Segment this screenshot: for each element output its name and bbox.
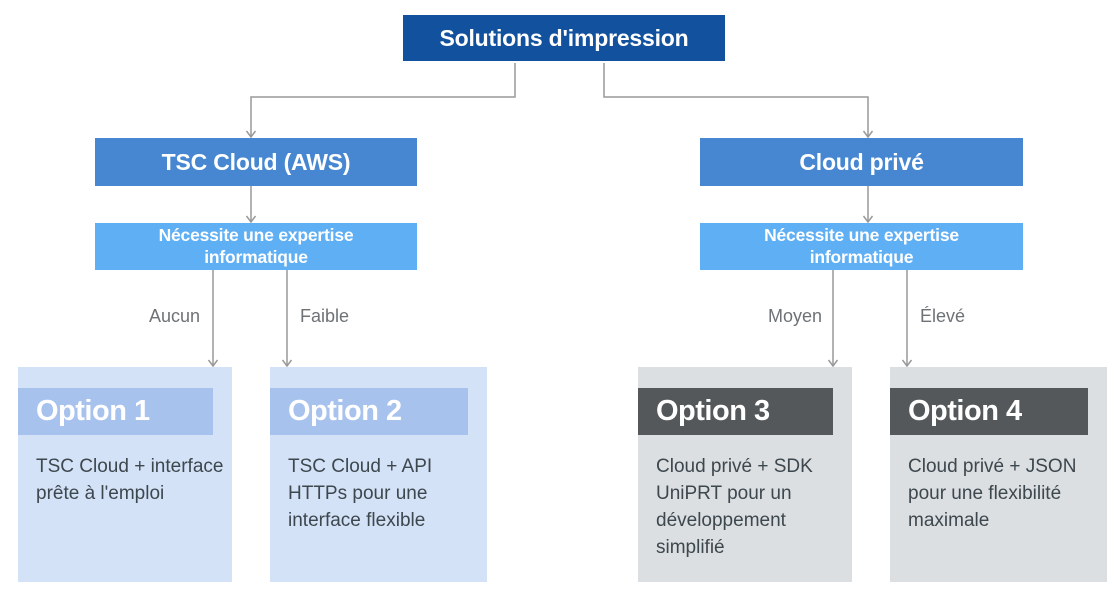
- level-label-faible: Faible: [300, 306, 350, 326]
- arrowhead-option4-icon: [901, 359, 913, 368]
- option-card-3: Option 3 Cloud privé + SDK UniPRT pour u…: [638, 367, 852, 582]
- branch-node-cloud-prive: Cloud privé: [700, 138, 1023, 186]
- connector-root-to-prive: [603, 63, 869, 136]
- option-title: Option 1: [18, 388, 213, 435]
- option-description: TSC Cloud + API HTTPs pour une interface…: [288, 456, 433, 531]
- expertise-label: Nécessite une expertise informatique: [158, 225, 354, 267]
- root-node-label: Solutions d'impression: [439, 24, 689, 51]
- option-card-2: Option 2 TSC Cloud + API HTTPs pour une …: [270, 367, 487, 582]
- connector-root-to-tsc: [250, 63, 516, 136]
- option-card-4: Option 4 Cloud privé + JSON pour une fle…: [890, 367, 1107, 582]
- root-node: Solutions d'impression: [403, 15, 725, 61]
- arrowhead-option1-icon: [207, 359, 219, 368]
- option-description: Cloud privé + SDK UniPRT pour un dévelop…: [656, 456, 813, 558]
- arrowhead-expertise-right-icon: [862, 215, 874, 224]
- arrowhead-tsc-icon: [245, 130, 257, 139]
- option-description: TSC Cloud + interface prête à l'emploi: [36, 456, 224, 504]
- arrowhead-option2-icon: [281, 359, 293, 368]
- level-label-aucun: Aucun: [148, 306, 200, 326]
- option-card-1: Option 1 TSC Cloud + interface prête à l…: [18, 367, 232, 582]
- option-title: Option 4: [890, 388, 1088, 435]
- expertise-label: Nécessite une expertise informatique: [764, 225, 959, 267]
- level-label-eleve: Élevé: [920, 306, 966, 326]
- arrowhead-prive-icon: [862, 130, 874, 139]
- level-label-moyen: Moyen: [767, 306, 822, 326]
- option-description: Cloud privé + JSON pour une flexibilité …: [908, 456, 1077, 531]
- arrowhead-option3-icon: [827, 359, 839, 368]
- expertise-node-left: Nécessite une expertise informatique: [95, 223, 417, 270]
- branch-node-tsc-cloud: TSC Cloud (AWS): [95, 138, 417, 186]
- arrowhead-expertise-left-icon: [245, 215, 257, 224]
- branch-node-label: Cloud privé: [799, 148, 924, 175]
- option-title: Option 2: [270, 388, 468, 435]
- branch-node-label: TSC Cloud (AWS): [161, 148, 351, 175]
- option-title: Option 3: [638, 388, 833, 435]
- expertise-node-right: Nécessite une expertise informatique: [700, 223, 1023, 270]
